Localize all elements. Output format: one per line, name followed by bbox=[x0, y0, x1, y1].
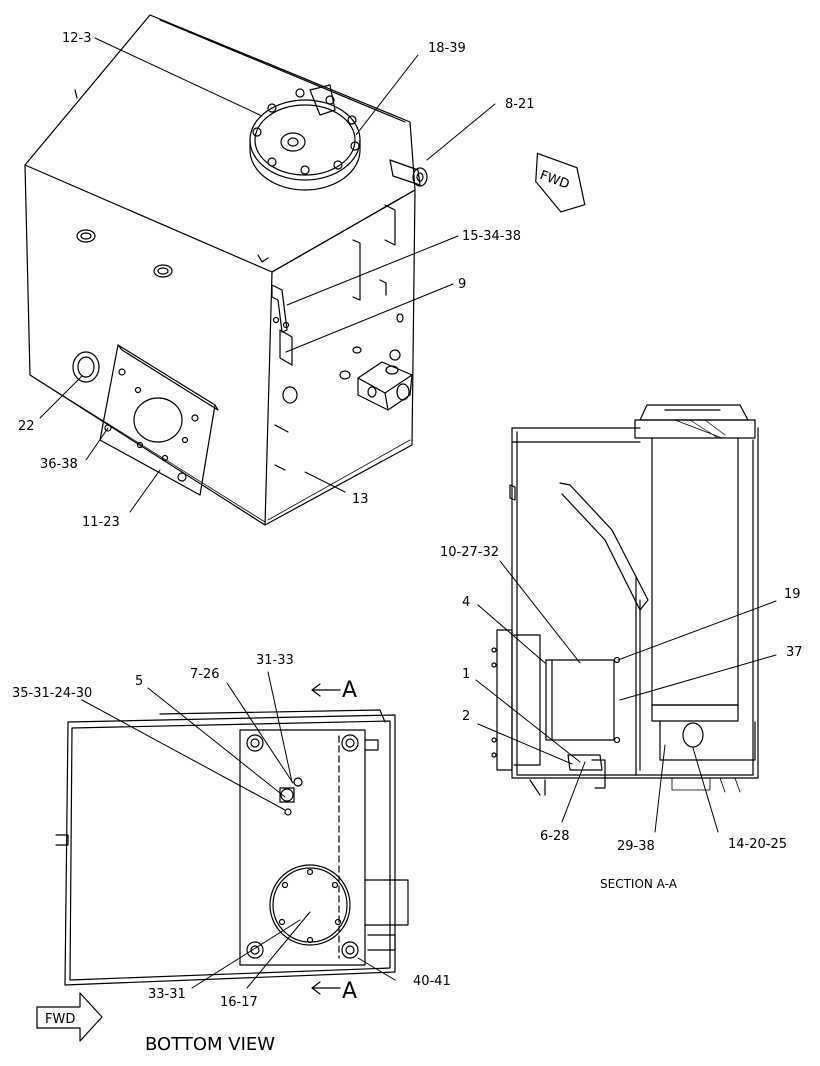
leader-lines bbox=[39, 37, 777, 989]
callout-36-38: 36-38 bbox=[40, 457, 78, 472]
callout-12-3: 12-3 bbox=[62, 31, 92, 46]
section-caption: SECTION A-A bbox=[600, 877, 678, 891]
callout-6-28: 6-28 bbox=[540, 829, 570, 844]
bottom-view bbox=[55, 709, 409, 986]
callout-10-27-32: 10-27-32 bbox=[440, 545, 499, 560]
fwd-arrow-bottom-shape bbox=[36, 992, 103, 1042]
callout-15-34-38: 15-34-38 bbox=[462, 229, 521, 244]
callout-9: 9 bbox=[458, 277, 466, 292]
callout-8-21: 8-21 bbox=[505, 97, 535, 112]
tank-isometric-view bbox=[24, 14, 416, 526]
callout-29-38: 29-38 bbox=[617, 839, 655, 854]
callout-16-17: 16-17 bbox=[220, 995, 258, 1010]
callout-5: 5 bbox=[135, 674, 143, 689]
fwd-label-bottom: FWD bbox=[45, 1012, 75, 1027]
callout-31-33: 31-33 bbox=[256, 653, 294, 668]
callout-33-31: 33-31 bbox=[148, 987, 186, 1002]
callout-labels: 12-3 18-39 8-21 15-34-38 9 22 36-38 11-2… bbox=[12, 31, 803, 1055]
section-a-a-view bbox=[491, 404, 759, 796]
section-marker-top: A bbox=[342, 678, 357, 703]
callout-4: 4 bbox=[462, 595, 470, 610]
callout-14-20-25: 14-20-25 bbox=[728, 837, 787, 852]
callout-2: 2 bbox=[462, 709, 470, 724]
section-arrow-bottom bbox=[311, 981, 341, 995]
callout-22: 22 bbox=[18, 419, 35, 434]
drain-port bbox=[72, 351, 100, 383]
section-marker-bottom: A bbox=[342, 979, 357, 1004]
callout-19: 19 bbox=[784, 587, 801, 602]
callout-37: 37 bbox=[786, 645, 803, 660]
filler-cap-assembly bbox=[249, 84, 361, 191]
breather-fitting bbox=[389, 159, 428, 187]
fwd-arrow-top-shape bbox=[535, 152, 586, 213]
callout-35-31-24-30: 35-31-24-30 bbox=[12, 686, 92, 701]
mounting-plate bbox=[99, 344, 219, 496]
port-manifold-block bbox=[282, 313, 413, 411]
callout-18-39: 18-39 bbox=[428, 41, 466, 56]
callout-40-41: 40-41 bbox=[413, 974, 451, 989]
fwd-label-top: FWD bbox=[538, 168, 572, 192]
side-bracket bbox=[271, 284, 293, 366]
bottom-view-caption: BOTTOM VIEW bbox=[145, 1034, 275, 1055]
callout-11-23: 11-23 bbox=[82, 515, 120, 530]
callout-1: 1 bbox=[462, 667, 470, 682]
section-arrow-top bbox=[311, 683, 341, 697]
callout-7-26: 7-26 bbox=[190, 667, 220, 682]
callout-13: 13 bbox=[352, 492, 369, 507]
